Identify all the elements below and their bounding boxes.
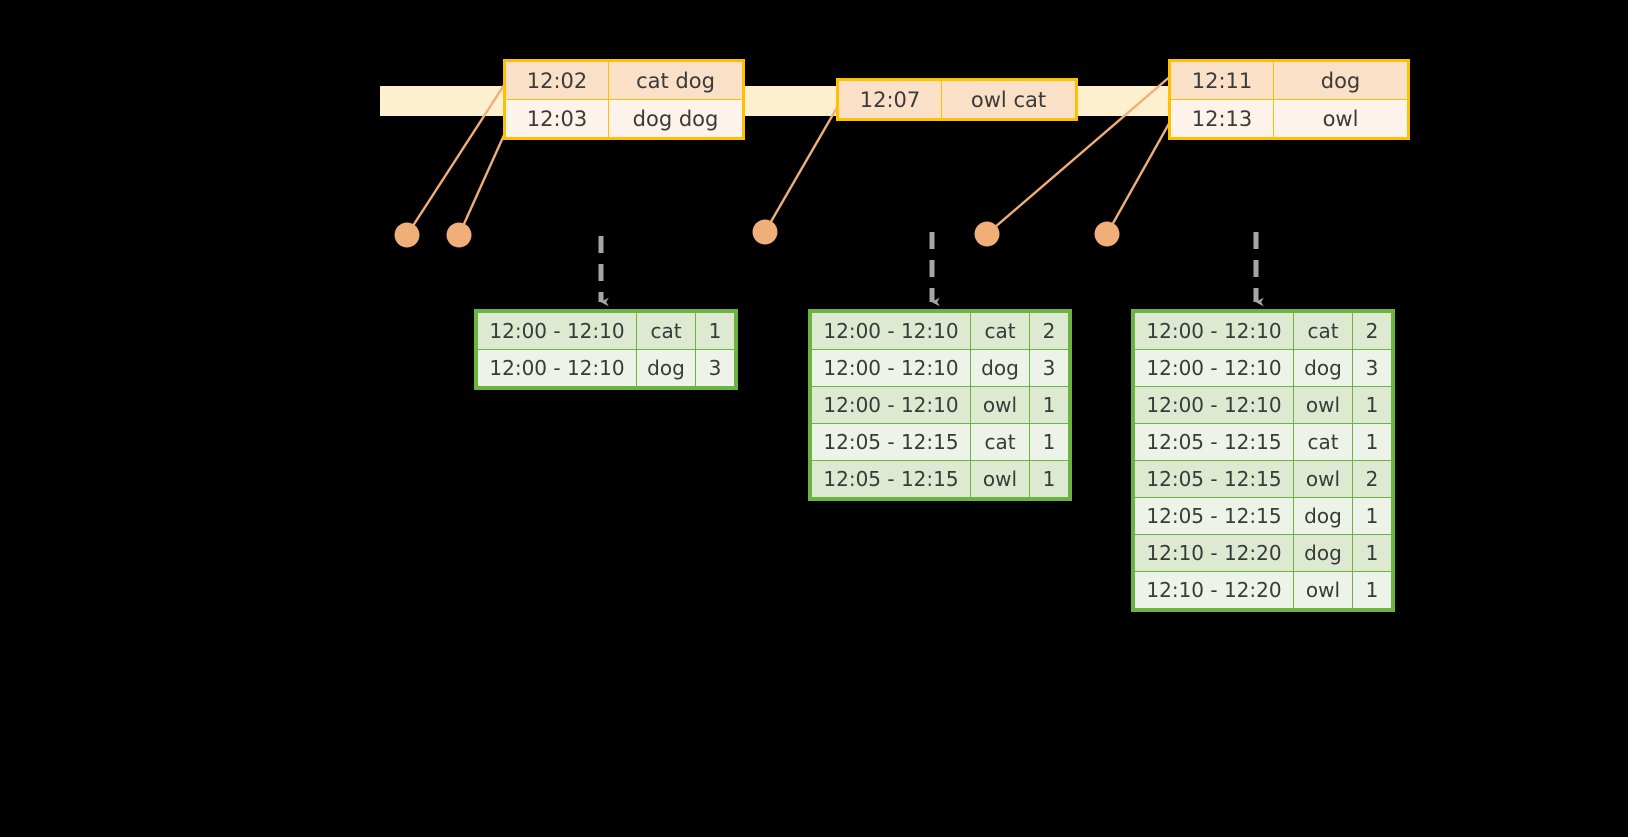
table-row: 12:00 - 12:10 dog 3 [1132,349,1394,387]
result-count: 1 [1352,423,1394,461]
result-table-3: 12:00 - 12:10 cat 2 12:00 - 12:10 dog 3 … [1131,309,1395,612]
table-row: 12:05 - 12:15 owl 2 [1132,460,1394,498]
stream-dots [394,219,1120,248]
table-row: 12:05 - 12:15 owl 1 [809,460,1071,500]
result-count: 3 [695,349,737,389]
result-word: owl [1293,386,1353,424]
event-row: 12:13 owl [1169,99,1409,139]
result-window: 12:00 - 12:10 [1132,310,1294,350]
table-row: 12:00 - 12:10 owl 1 [1132,386,1394,424]
table-row: 12:00 - 12:10 owl 1 [809,386,1071,424]
result-count: 3 [1352,349,1394,387]
table-row: 12:00 - 12:10 cat 1 [475,310,737,350]
event-time: 12:11 [1169,60,1274,100]
stream-dot-4 [974,221,1000,247]
result-count: 1 [1352,497,1394,535]
result-window: 12:00 - 12:10 [1132,386,1294,424]
result-window: 12:00 - 12:10 [809,349,971,387]
table-row: 12:05 - 12:15 dog 1 [1132,497,1394,535]
result-word: cat [1293,310,1353,350]
result-count: 1 [1029,386,1071,424]
result-word: dog [636,349,696,389]
table-row: 12:05 - 12:15 cat 1 [1132,423,1394,461]
event-words: owl cat [941,79,1077,120]
result-count: 1 [695,310,737,350]
result-window: 12:05 - 12:15 [1132,497,1294,535]
result-word: dog [1293,534,1353,572]
event-time: 12:03 [504,99,609,139]
table-row: 12:05 - 12:15 cat 1 [809,423,1071,461]
result-window: 12:05 - 12:15 [1132,460,1294,498]
result-count: 1 [1352,571,1394,611]
event-row: 12:11 dog [1169,60,1409,100]
result-count: 2 [1352,310,1394,350]
result-window: 12:00 - 12:10 [1132,349,1294,387]
event-words: cat dog [608,60,744,100]
event-words: dog dog [608,99,744,139]
result-window: 12:10 - 12:20 [1132,534,1294,572]
result-word: cat [636,310,696,350]
result-count: 1 [1352,386,1394,424]
result-window: 12:00 - 12:10 [475,310,637,350]
result-word: owl [970,460,1030,500]
result-window: 12:00 - 12:10 [809,386,971,424]
result-word: dog [1293,497,1353,535]
result-word: cat [1293,423,1353,461]
stream-dot-5 [1094,221,1120,247]
result-word: dog [970,349,1030,387]
result-window: 12:00 - 12:10 [475,349,637,389]
event-group-2: 12:07 owl cat [836,78,1078,121]
result-count: 2 [1352,460,1394,498]
event-row: 12:02 cat dog [504,60,744,100]
result-count: 1 [1352,534,1394,572]
table-row: 12:00 - 12:10 dog 3 [809,349,1071,387]
stream-dot-2 [446,222,472,248]
result-window: 12:00 - 12:10 [809,310,971,350]
result-count: 1 [1029,460,1071,500]
stream-dot-1 [394,222,420,248]
event-time: 12:02 [504,60,609,100]
result-count: 1 [1029,423,1071,461]
emit-arrows [598,232,1264,307]
result-window: 12:05 - 12:15 [809,460,971,500]
event-row: 12:07 owl cat [837,79,1077,120]
result-word: owl [970,386,1030,424]
event-row: 12:03 dog dog [504,99,744,139]
table-row: 12:00 - 12:10 cat 2 [809,310,1071,350]
result-count: 2 [1029,310,1071,350]
event-time: 12:13 [1169,99,1274,139]
result-window: 12:10 - 12:20 [1132,571,1294,611]
result-table-1: 12:00 - 12:10 cat 1 12:00 - 12:10 dog 3 [474,309,738,390]
table-row: 12:10 - 12:20 owl 1 [1132,571,1394,611]
event-time: 12:07 [837,79,942,120]
connector-3 [763,90,848,234]
table-row: 12:00 - 12:10 dog 3 [475,349,737,389]
result-count: 3 [1029,349,1071,387]
event-group-1: 12:02 cat dog 12:03 dog dog [503,59,745,140]
result-word: owl [1293,460,1353,498]
result-window: 12:05 - 12:15 [809,423,971,461]
event-words: owl [1273,99,1409,139]
table-row: 12:00 - 12:10 cat 2 [1132,310,1394,350]
result-word: owl [1293,571,1353,611]
result-table-2: 12:00 - 12:10 cat 2 12:00 - 12:10 dog 3 … [808,309,1072,501]
event-words: dog [1273,60,1409,100]
result-word: dog [1293,349,1353,387]
result-window: 12:05 - 12:15 [1132,423,1294,461]
table-row: 12:10 - 12:20 dog 1 [1132,534,1394,572]
result-word: cat [970,423,1030,461]
stream-dot-3 [752,219,778,245]
event-group-3: 12:11 dog 12:13 owl [1168,59,1410,140]
result-word: cat [970,310,1030,350]
